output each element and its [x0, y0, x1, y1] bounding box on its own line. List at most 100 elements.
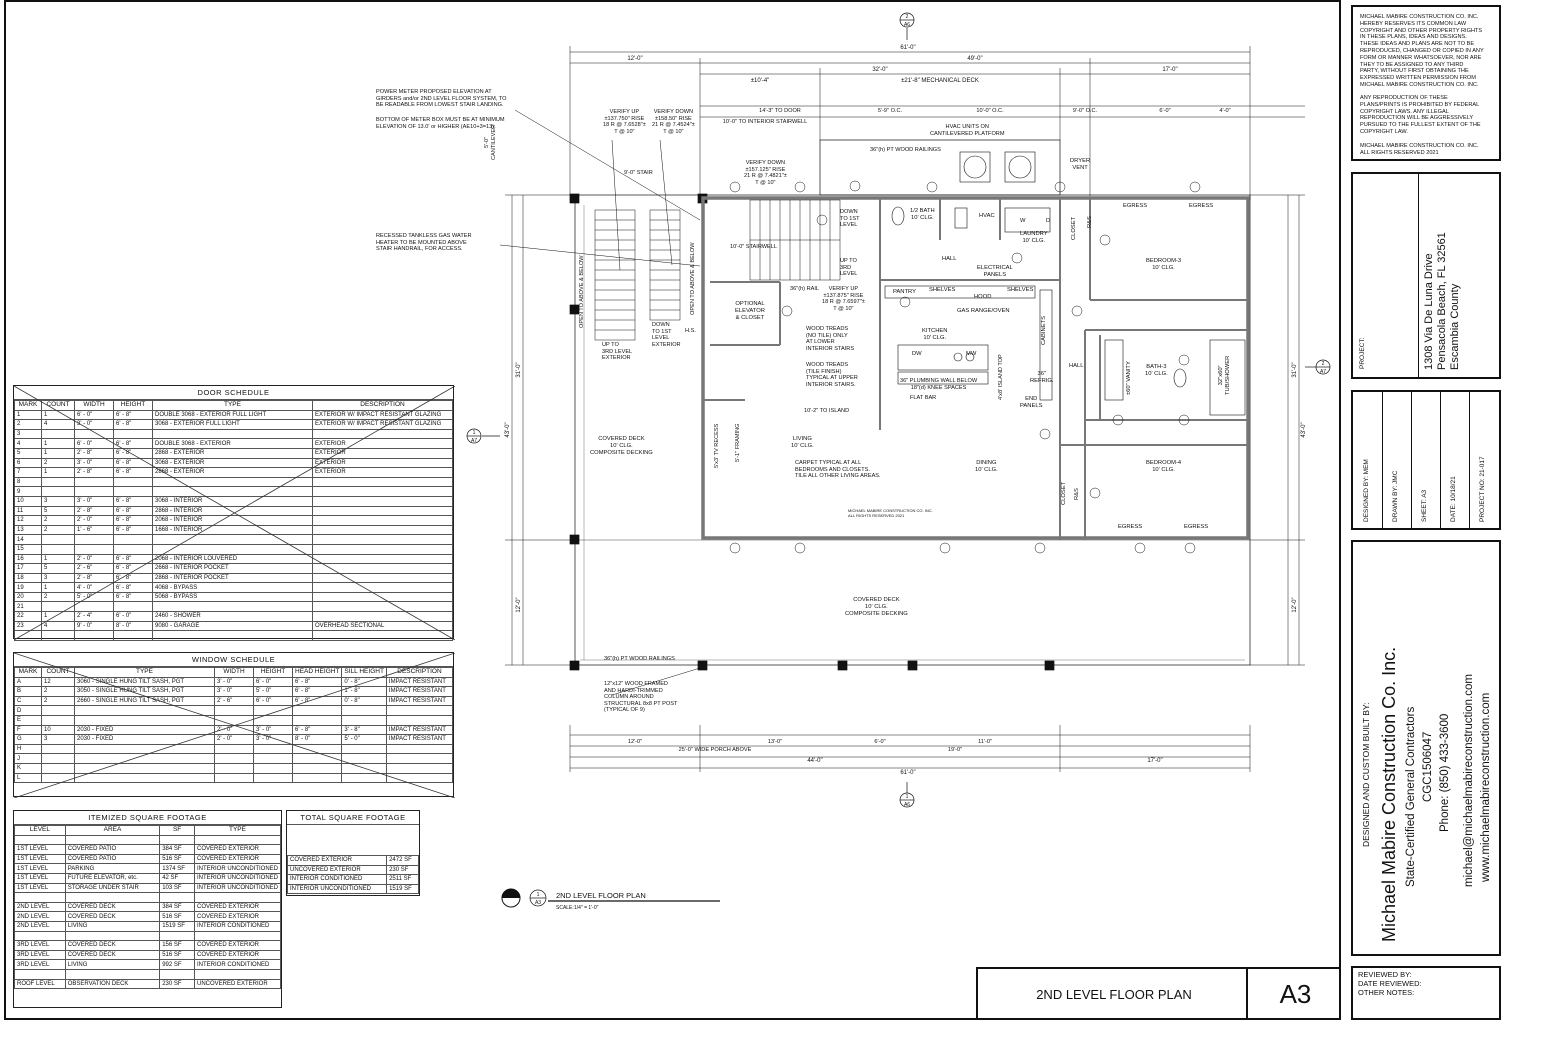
- plan-title: 2ND LEVEL FLOOR PLAN: [556, 891, 646, 900]
- section-bubble-top[interactable]: 2 A6: [899, 12, 915, 40]
- note-column: 12"x12" WOOD FRAMED AND HARDI-TRIMMED CO…: [604, 681, 678, 714]
- table-cell: FUTURE ELEVATOR, etc.: [64, 872, 161, 884]
- dim-top-k: 9'-0" O.C.: [1073, 108, 1098, 114]
- table-cell: COVERED EXTERIOR: [194, 911, 281, 922]
- table-cell: [194, 968, 281, 980]
- project-address-1: 1308 Via De Luna Drive: [1423, 253, 1435, 370]
- room-hood: HOOD: [974, 294, 992, 300]
- table-cell: [64, 892, 161, 903]
- table-cell: 3RD LEVEL: [14, 949, 66, 961]
- table-cell: 516 SF: [159, 853, 195, 865]
- sheet-title-box: 2ND LEVEL FLOOR PLAN: [976, 967, 1248, 1020]
- table-cell: 156 SF: [159, 940, 195, 951]
- table-cell: COVERED DECK: [64, 940, 161, 951]
- dim-bottom-e: 12'-0": [628, 739, 642, 745]
- room-rs-2: R&S: [1074, 488, 1080, 500]
- room-closet-1: CLOSET: [1071, 216, 1077, 240]
- room-egress-4: EGRESS: [1184, 524, 1209, 530]
- project-address-2: Pensacola Beach, FL 32561: [1436, 232, 1448, 370]
- kitchen-island: [884, 285, 1053, 401]
- table-cell: COVERED PATIO: [64, 844, 161, 855]
- table-cell: [194, 892, 281, 903]
- table-cell: COVERED DECK: [64, 901, 161, 913]
- room-dining: DINING 10' CLG.: [975, 460, 998, 473]
- table-cell: COVERED EXTERIOR: [194, 940, 281, 951]
- bath-fixtures: [891, 206, 1246, 416]
- side-dimensions: [505, 194, 1305, 666]
- table-cell: 1ST LEVEL: [14, 863, 66, 874]
- note-meter-box: BOTTOM OF METER BOX MUST BE AT MINIMUM E…: [376, 117, 505, 130]
- section-bubble-right[interactable]: 2 A7: [1305, 359, 1331, 375]
- section-bubble-left[interactable]: 1 A7: [466, 428, 500, 444]
- room-bedroom-3: BEDROOM-3 10' CLG.: [1146, 258, 1182, 271]
- window-schedule: WINDOW SCHEDULE MARK COUNT TYPE WIDTH HE…: [13, 652, 455, 798]
- table-cell: STORAGE UNDER STAIR: [64, 882, 161, 894]
- table-cell: LIVING: [64, 920, 161, 932]
- dim-top-d: 17'-0": [1162, 67, 1177, 73]
- room-mw: MW: [966, 351, 977, 357]
- table-cell: COVERED EXTERIOR: [194, 844, 281, 855]
- room-hvac-box: HVAC: [979, 213, 995, 219]
- note-hs: H.S.: [685, 328, 696, 334]
- dim-top-f: ±21'-8" MECHANICAL DECK: [901, 78, 979, 84]
- window-tags: [729, 180, 1201, 554]
- note-rail: 36"(h) RAIL: [790, 286, 820, 292]
- table-row: [14, 968, 281, 980]
- license-number: CGC1506047: [1422, 731, 1434, 802]
- copyright-text-1: MICHAEL MABIRE CONSTRUCTION CO. INC. HER…: [1360, 14, 1484, 88]
- dim-right-overall: 43'-0": [1301, 422, 1307, 437]
- table-cell: UNCOVERED EXTERIOR: [194, 978, 281, 990]
- table-cell: 1519 SF: [159, 920, 195, 932]
- table-cell: OBSERVATION DECK: [64, 978, 161, 990]
- dim-bottom-b: 17'-0": [1147, 758, 1162, 764]
- note-verify-up-2: VERIFY UP ±137.875" RISE 18 R @ 7.6597"±…: [822, 286, 865, 312]
- room-dw: DW: [912, 351, 922, 357]
- room-pantry: PANTRY: [893, 289, 916, 295]
- note-verify-down-2: VERIFY DOWN ±157.125" RISE 21 R @ 7.4821…: [744, 160, 787, 186]
- room-cabinets: CABINETS: [1041, 316, 1047, 345]
- dim-bottom-f: 13'-0": [768, 739, 782, 745]
- table-row: [14, 630, 453, 641]
- door-schedule-void-mark: [14, 386, 455, 640]
- room-end-panels: END PANELS: [1020, 396, 1043, 409]
- detail-title: 1 A3 2ND LEVEL FLOOR PLAN SCALE: 1/4" = …: [501, 888, 720, 911]
- room-closet-2: CLOSET: [1061, 481, 1067, 505]
- section-bubble-bottom[interactable]: 1 A6: [899, 782, 915, 808]
- dim-top-e: ±10'-4": [751, 78, 770, 84]
- table-row: [14, 930, 281, 942]
- table-cell: INTERIOR CONDITIONED: [194, 920, 281, 932]
- table-cell: 2ND LEVEL: [14, 911, 66, 922]
- table-row: [14, 892, 281, 903]
- itemized-title: ITEMIZED SQUARE FOOTAGE: [14, 811, 281, 825]
- note-island: 4'x8' ISLAND TOP: [998, 354, 1004, 400]
- hvac-units: [959, 151, 1036, 183]
- exterior-stair: [594, 209, 681, 341]
- interior-walls: [703, 198, 1248, 540]
- table-cell: [14, 968, 66, 980]
- room-covered-deck-left: COVERED DECK 10' CLG. COMPOSITE DECKING: [590, 436, 653, 456]
- room-kitchen: KITCHEN 10' CLG.: [922, 328, 948, 341]
- header-cell: LEVEL: [14, 825, 66, 836]
- dim-top-h: 10'-0" TO INTERIOR STAIRWELL: [723, 119, 807, 125]
- note-open-below-2: OPEN TO ABOVE & BELOW: [690, 242, 696, 315]
- bubble-top-sheet: A6: [904, 22, 910, 28]
- note-verify-down-1: VERIFY DOWN ±158.50" RISE 21 R @ 7.4524"…: [652, 109, 695, 135]
- table-cell: 2472 SF: [386, 855, 419, 866]
- table-row: [14, 834, 281, 846]
- total-title: TOTAL SQUARE FOOTAGE: [287, 811, 419, 825]
- table-cell: INTERIOR UNCONDITIONED: [194, 863, 281, 874]
- table-cell: 103 SF: [159, 882, 195, 894]
- dim-left-a: 31'-0": [516, 362, 522, 377]
- project-label: PROJECT:: [1359, 337, 1366, 369]
